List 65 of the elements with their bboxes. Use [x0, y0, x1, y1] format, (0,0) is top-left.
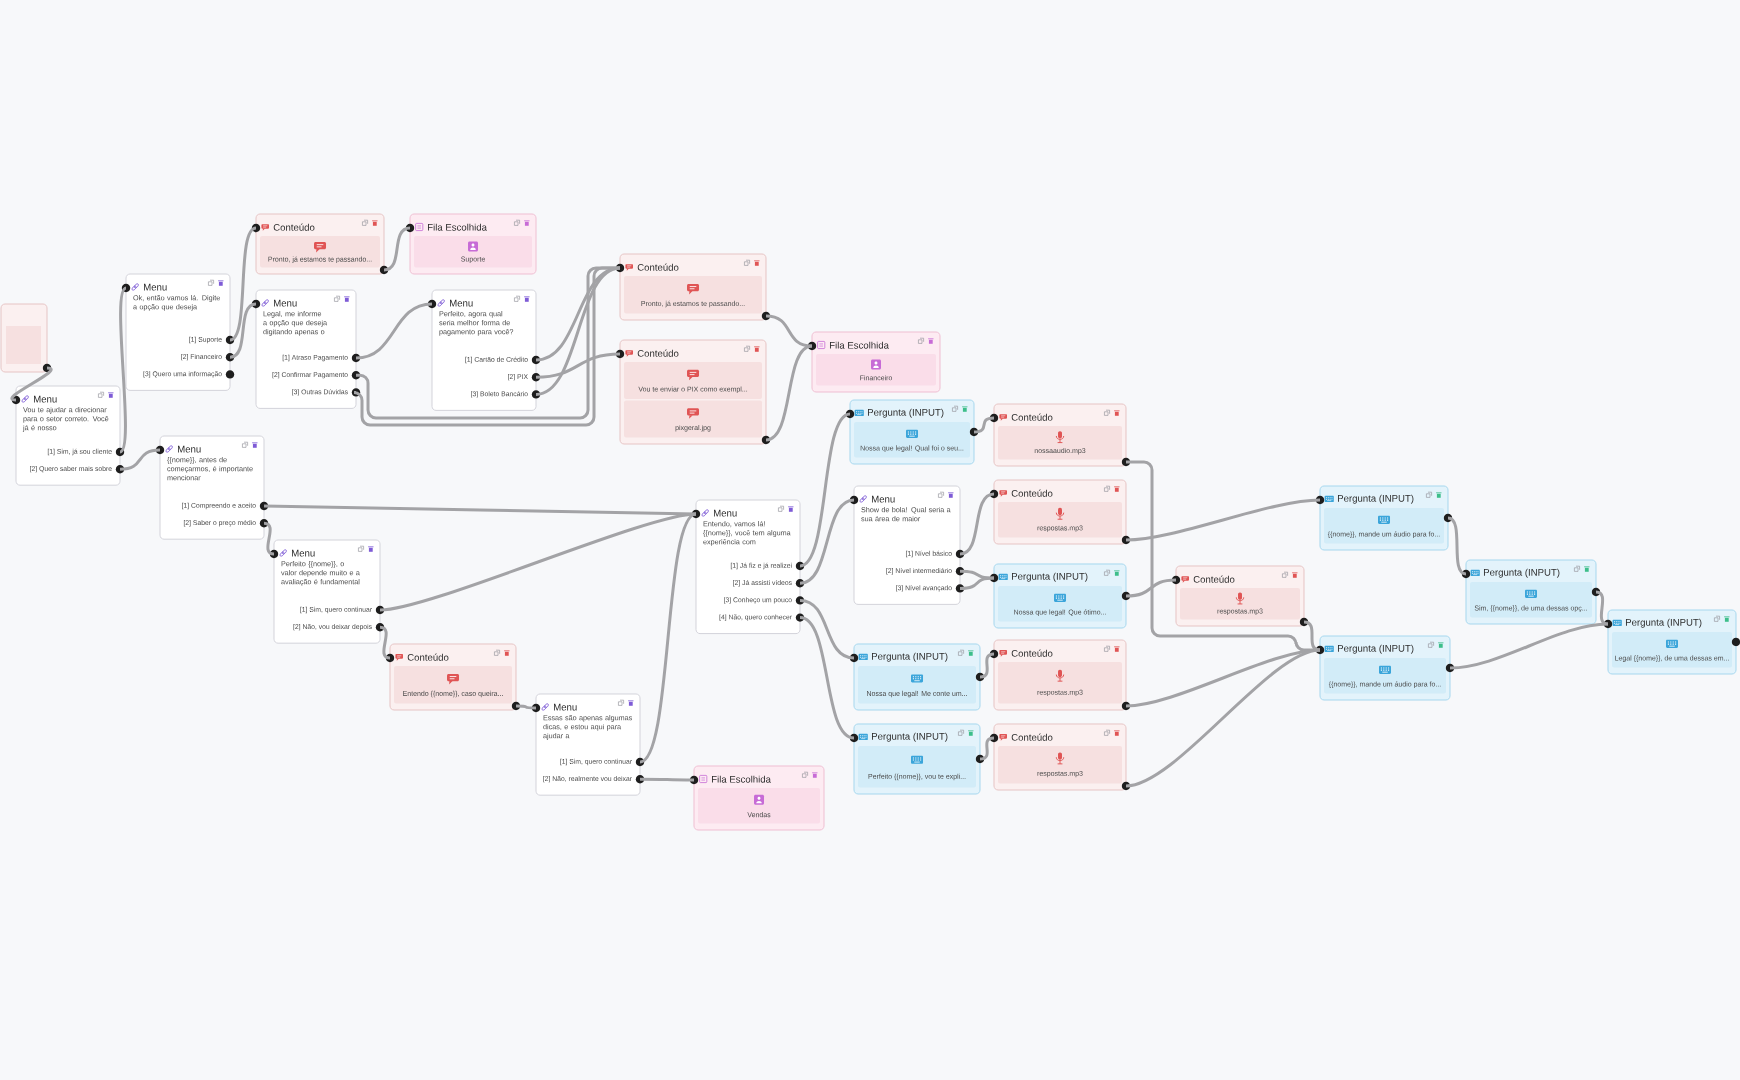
- connector: [799, 412, 851, 568]
- menu-card: [251, 289, 361, 409]
- menu-card: [691, 499, 805, 635]
- connector: [263, 521, 275, 556]
- connector: [640, 777, 694, 782]
- connector: [516, 704, 537, 710]
- question-card: [1315, 635, 1455, 701]
- connector: [799, 616, 855, 740]
- connector: [355, 302, 433, 360]
- menu-card: [427, 289, 541, 411]
- connector: [229, 302, 257, 359]
- content-card: [251, 213, 389, 275]
- menu-card: [531, 693, 645, 796]
- connector: [383, 226, 411, 272]
- menu-card: [121, 273, 235, 391]
- connector: [1125, 578, 1177, 598]
- question-card: [849, 723, 985, 795]
- connector: [1125, 648, 1321, 788]
- content-card: [1171, 565, 1309, 627]
- content-card: [989, 639, 1131, 711]
- connector: [1303, 620, 1321, 652]
- connector: [119, 448, 161, 471]
- menu-card: [849, 485, 965, 605]
- question-card: [845, 399, 979, 465]
- question-card: [849, 643, 985, 711]
- connector: [959, 576, 995, 590]
- content-card: [615, 253, 771, 321]
- connector: [979, 736, 995, 761]
- queue-card: [405, 213, 537, 275]
- connector: [1595, 590, 1609, 626]
- content-card: [615, 339, 771, 445]
- connector: [959, 569, 995, 580]
- content-card: [989, 403, 1131, 467]
- connector: [229, 226, 257, 342]
- question-card: [989, 563, 1131, 629]
- question-card: [1461, 559, 1601, 625]
- connector: [1125, 648, 1321, 708]
- connector: [379, 625, 391, 660]
- menu-card: [155, 435, 269, 540]
- connector: [639, 512, 697, 764]
- question-card: [1603, 609, 1740, 675]
- connector: [1125, 498, 1321, 542]
- queue-card: [807, 331, 941, 393]
- question-card: [1315, 485, 1453, 551]
- connector: [535, 266, 621, 396]
- connector: [379, 512, 697, 612]
- connector: [973, 416, 995, 434]
- connector: [1447, 516, 1467, 576]
- content-card: [989, 723, 1131, 791]
- connector: [765, 314, 813, 348]
- content-card: [385, 643, 521, 711]
- connector: [1449, 622, 1609, 670]
- connector: [799, 498, 855, 585]
- connector: [264, 504, 697, 516]
- queue-card: [689, 765, 825, 831]
- menu-card: [11, 385, 125, 486]
- menu-card: [269, 539, 385, 644]
- connector: [799, 598, 855, 660]
- connector: [535, 352, 621, 379]
- connector: [979, 652, 995, 679]
- connector: [118, 286, 128, 454]
- partial-card: [0, 303, 52, 373]
- connector: [765, 344, 813, 442]
- connector: [959, 492, 995, 556]
- content-card: [989, 479, 1131, 545]
